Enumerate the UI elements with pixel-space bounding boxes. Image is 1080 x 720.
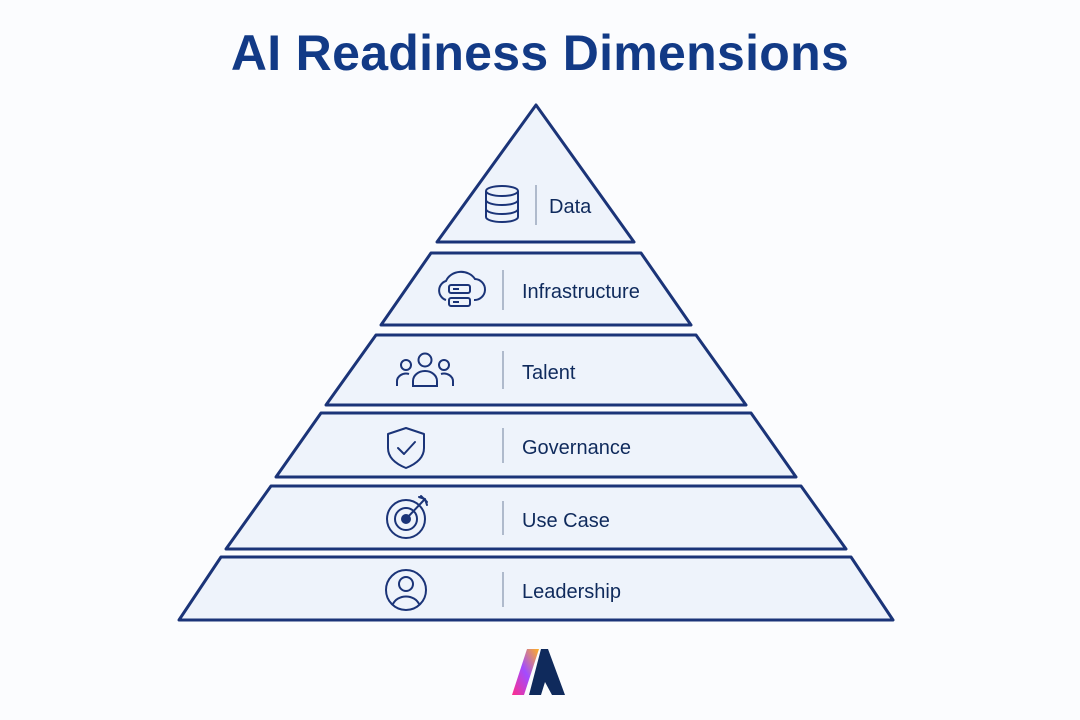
logo-a: [529, 649, 565, 695]
tier-label-infrastructure: Infrastructure: [522, 281, 640, 303]
people-icon: [396, 352, 454, 387]
tier-data: Data: [435, 103, 636, 244]
tier-leadership: Leadership: [177, 555, 895, 622]
page-title: AI Readiness Dimensions: [230, 25, 850, 81]
shield-check-icon: [387, 427, 425, 469]
tier-shape: [224, 484, 848, 551]
cloud-server-icon: [438, 270, 486, 307]
tier-shape: [177, 555, 895, 622]
logo-slash: [512, 649, 539, 695]
tier-use-case: Use Case: [224, 484, 848, 551]
database-icon: [485, 185, 519, 223]
tier-shape: [324, 333, 748, 407]
tier-talent: Talent: [324, 333, 748, 407]
tier-label-data: Data: [549, 196, 592, 218]
tier-infrastructure: Infrastructure: [379, 251, 693, 327]
tier-label-use-case: Use Case: [522, 510, 610, 532]
tier-label-governance: Governance: [522, 437, 631, 459]
tier-governance: Governance: [274, 411, 798, 479]
target-icon: [386, 495, 428, 539]
person-icon: [385, 569, 427, 611]
tier-label-leadership: Leadership: [522, 581, 621, 603]
brand-logo: [512, 649, 565, 695]
tier-label-talent: Talent: [522, 362, 576, 384]
